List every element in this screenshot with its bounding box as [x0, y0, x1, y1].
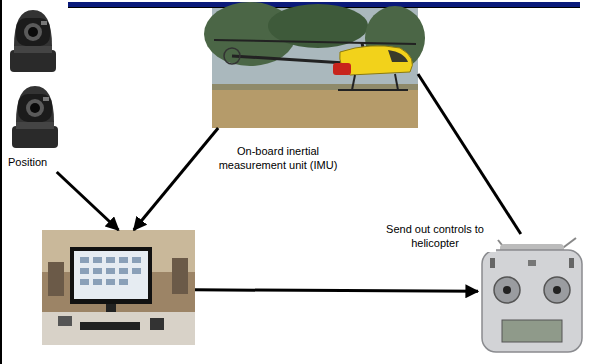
screen-window — [132, 268, 141, 274]
rc-transmitter — [482, 238, 582, 352]
screen-window — [80, 279, 89, 285]
switch — [569, 258, 574, 268]
edge-label: Send out controls to helicopter — [374, 222, 496, 252]
grass — [212, 84, 418, 128]
lcd-screen — [502, 320, 562, 342]
desk — [42, 312, 195, 345]
room — [42, 230, 195, 345]
screen-window — [119, 279, 128, 285]
helicopter — [212, 8, 418, 128]
ptz-camera — [10, 10, 56, 72]
connector-arrow — [195, 290, 478, 292]
monitor-stand — [106, 304, 116, 313]
stick-knob — [553, 286, 561, 294]
engine — [333, 63, 351, 75]
control-stick — [494, 277, 520, 303]
switch — [490, 258, 495, 268]
computer-photo — [42, 230, 195, 345]
screen-window — [106, 257, 115, 263]
transmitter-body — [482, 250, 582, 352]
canopy — [388, 50, 408, 62]
screen-window — [106, 268, 115, 274]
camera-neck — [16, 121, 54, 129]
chair — [172, 258, 188, 294]
screen-window — [132, 257, 141, 263]
screen-window — [106, 279, 115, 285]
screen — [74, 251, 148, 299]
camera-yoke — [16, 86, 54, 122]
slide-border — [0, 0, 2, 364]
ptz-camera — [12, 86, 58, 148]
grass-edge — [212, 84, 418, 90]
monitor — [70, 247, 152, 304]
keyboard — [80, 322, 140, 330]
camera-head — [18, 94, 52, 122]
rotor-blade — [214, 40, 416, 44]
tail-boom — [232, 56, 345, 63]
camera-group: Position — [4, 4, 66, 172]
node-label: Position — [8, 156, 47, 169]
camera-sensor — [43, 97, 49, 101]
skid — [338, 89, 408, 91]
chair — [48, 262, 64, 296]
camera-base — [10, 50, 56, 72]
screen-window — [80, 257, 89, 263]
device — [58, 316, 72, 326]
connector-arrow — [134, 128, 218, 230]
screen-window — [93, 257, 102, 263]
skid-strut — [352, 75, 355, 90]
camera-lens-glass — [28, 27, 38, 37]
tail-rotor — [224, 48, 240, 64]
skid-strut — [395, 74, 398, 90]
edge-label: On-board inertial measurement unit (IMU) — [214, 144, 342, 174]
screen-window — [119, 257, 128, 263]
screen-window — [80, 268, 89, 274]
connector-arrow — [57, 172, 119, 230]
camera-neck — [14, 45, 52, 53]
camera-lens — [24, 23, 42, 41]
camera-base — [12, 126, 58, 148]
camera-sensor — [41, 21, 47, 25]
helicopter-photo — [204, 2, 425, 128]
screen-window — [93, 279, 102, 285]
camera-lens-glass — [30, 103, 40, 113]
control-stick — [544, 277, 570, 303]
transmitter — [478, 234, 585, 356]
computer — [42, 230, 195, 345]
connector-arrow — [418, 74, 521, 234]
camera-head — [16, 18, 50, 46]
camera-lens — [26, 99, 44, 117]
switch — [528, 260, 536, 266]
stick-knob — [503, 286, 511, 294]
screen-window — [119, 268, 128, 274]
device — [150, 318, 164, 330]
screen-window — [93, 268, 102, 274]
camera-yoke — [14, 10, 52, 46]
